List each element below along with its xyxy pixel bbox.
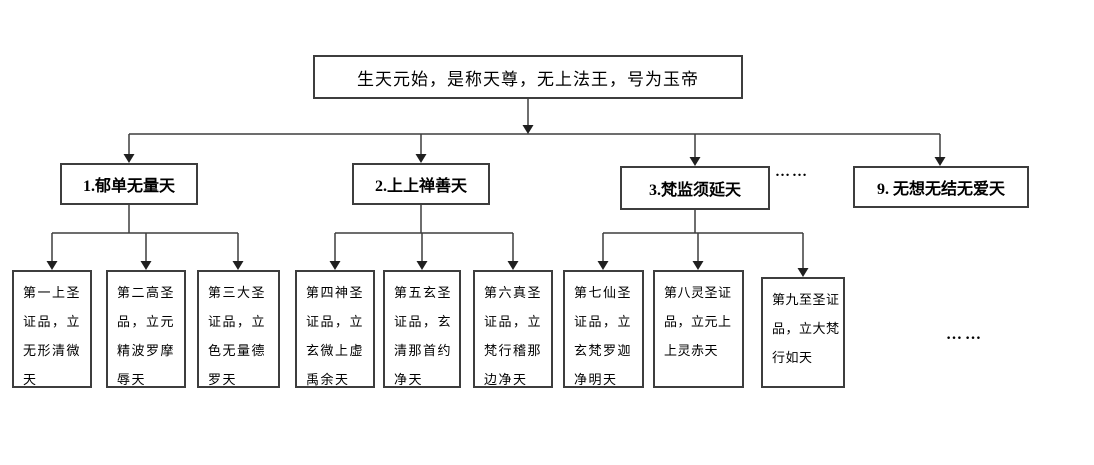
realm-node-3-line: 第三大圣 <box>208 285 267 300</box>
realm-node-6-line: 梵行稽那 <box>484 343 543 358</box>
realm-node-1-line: 第一上圣 <box>23 285 82 300</box>
realm-node-5-line: 净天 <box>394 372 424 387</box>
realm-node-3-line: 色无量德 <box>208 343 267 358</box>
realm-node-5-line: 证品，玄 <box>394 314 453 329</box>
realm-node-2-line: 品，立元 <box>117 314 176 329</box>
realm-node-4-line: 第四神圣 <box>306 285 365 300</box>
heaven-node-9: 9. 无想无结无爱天 <box>853 166 1029 208</box>
heaven-node-1: 1.郁单无量天 <box>60 163 198 205</box>
realm-node-6-line: 证品，立 <box>484 314 543 329</box>
heaven-node-1-label: 1.郁单无量天 <box>82 178 175 195</box>
realm-node-8: 第八灵圣证 品，立元上 上灵赤天 <box>653 270 744 388</box>
realm-node-2-line: 辱天 <box>117 372 147 387</box>
realm-node-9-line: 行如天 <box>772 350 813 365</box>
heaven-node-2: 2.上上禅善天 <box>352 163 490 205</box>
realm-node-1-line: 无形清微 <box>23 343 82 358</box>
realm-node-1-line: 证品，立 <box>23 314 82 329</box>
realm-node-5: 第五玄圣 证品，玄 清那首约 净天 <box>383 270 461 388</box>
realm-node-7-line: 净明天 <box>574 372 618 387</box>
realm-node-6-line: 第六真圣 <box>484 285 543 300</box>
realm-node-9: 第九至圣证 品，立大梵 行如天 <box>761 277 845 388</box>
realm-node-5-line: 第五玄圣 <box>394 285 453 300</box>
realm-node-3-line: 罗天 <box>208 372 238 387</box>
realm-node-7-line: 第七仙圣 <box>574 285 633 300</box>
realm-node-9-line: 品，立大梵 <box>772 321 840 336</box>
heaven-node-2-label: 2.上上禅善天 <box>374 178 467 195</box>
heaven-node-9-label: 9. 无想无结无爱天 <box>876 181 1005 198</box>
realm-node-8-line: 品，立元上 <box>664 314 732 329</box>
realm-node-3-line: 证品，立 <box>208 314 267 329</box>
heaven-node-3-label: 3.梵监须延天 <box>648 182 741 199</box>
realm-node-6: 第六真圣 证品，立 梵行稽那 边净天 <box>473 270 553 388</box>
realm-node-1: 第一上圣 证品，立 无形清微 天 <box>12 270 92 388</box>
realm-node-8-line: 上灵赤天 <box>664 343 719 358</box>
realm-node-2-line: 精波罗摩 <box>117 343 176 358</box>
realm-node-7-line: 玄梵罗迦 <box>574 343 633 358</box>
realm-node-2-line: 第二高圣 <box>117 285 176 300</box>
realm-node-5-line: 清那首约 <box>394 343 453 358</box>
root-node: 生天元始，是称天尊，无上法王，号为玉帝 <box>313 55 743 99</box>
realm-node-1-line: 天 <box>23 372 38 387</box>
realm-node-8-line: 第八灵圣证 <box>664 285 732 300</box>
realm-node-6-line: 边净天 <box>484 372 528 387</box>
ellipsis-realms: …… <box>946 326 984 343</box>
realm-node-7-line: 证品，立 <box>574 314 633 329</box>
root-node-label: 生天元始，是称天尊，无上法王，号为玉帝 <box>357 69 699 89</box>
realm-node-4-line: 证品，立 <box>306 314 365 329</box>
ellipsis-heavens: …… <box>775 164 809 180</box>
realm-node-4-line: 禹余天 <box>306 372 350 387</box>
realm-node-9-line: 第九至圣证 <box>772 292 840 307</box>
heaven-node-3: 3.梵监须延天 <box>620 166 770 210</box>
realm-node-7: 第七仙圣 证品，立 玄梵罗迦 净明天 <box>563 270 644 388</box>
realm-node-2: 第二高圣 品，立元 精波罗摩 辱天 <box>106 270 186 388</box>
realm-node-4: 第四神圣 证品，立 玄微上虚 禹余天 <box>295 270 375 388</box>
realm-node-4-line: 玄微上虚 <box>306 343 365 358</box>
realm-node-3: 第三大圣 证品，立 色无量德 罗天 <box>197 270 280 388</box>
